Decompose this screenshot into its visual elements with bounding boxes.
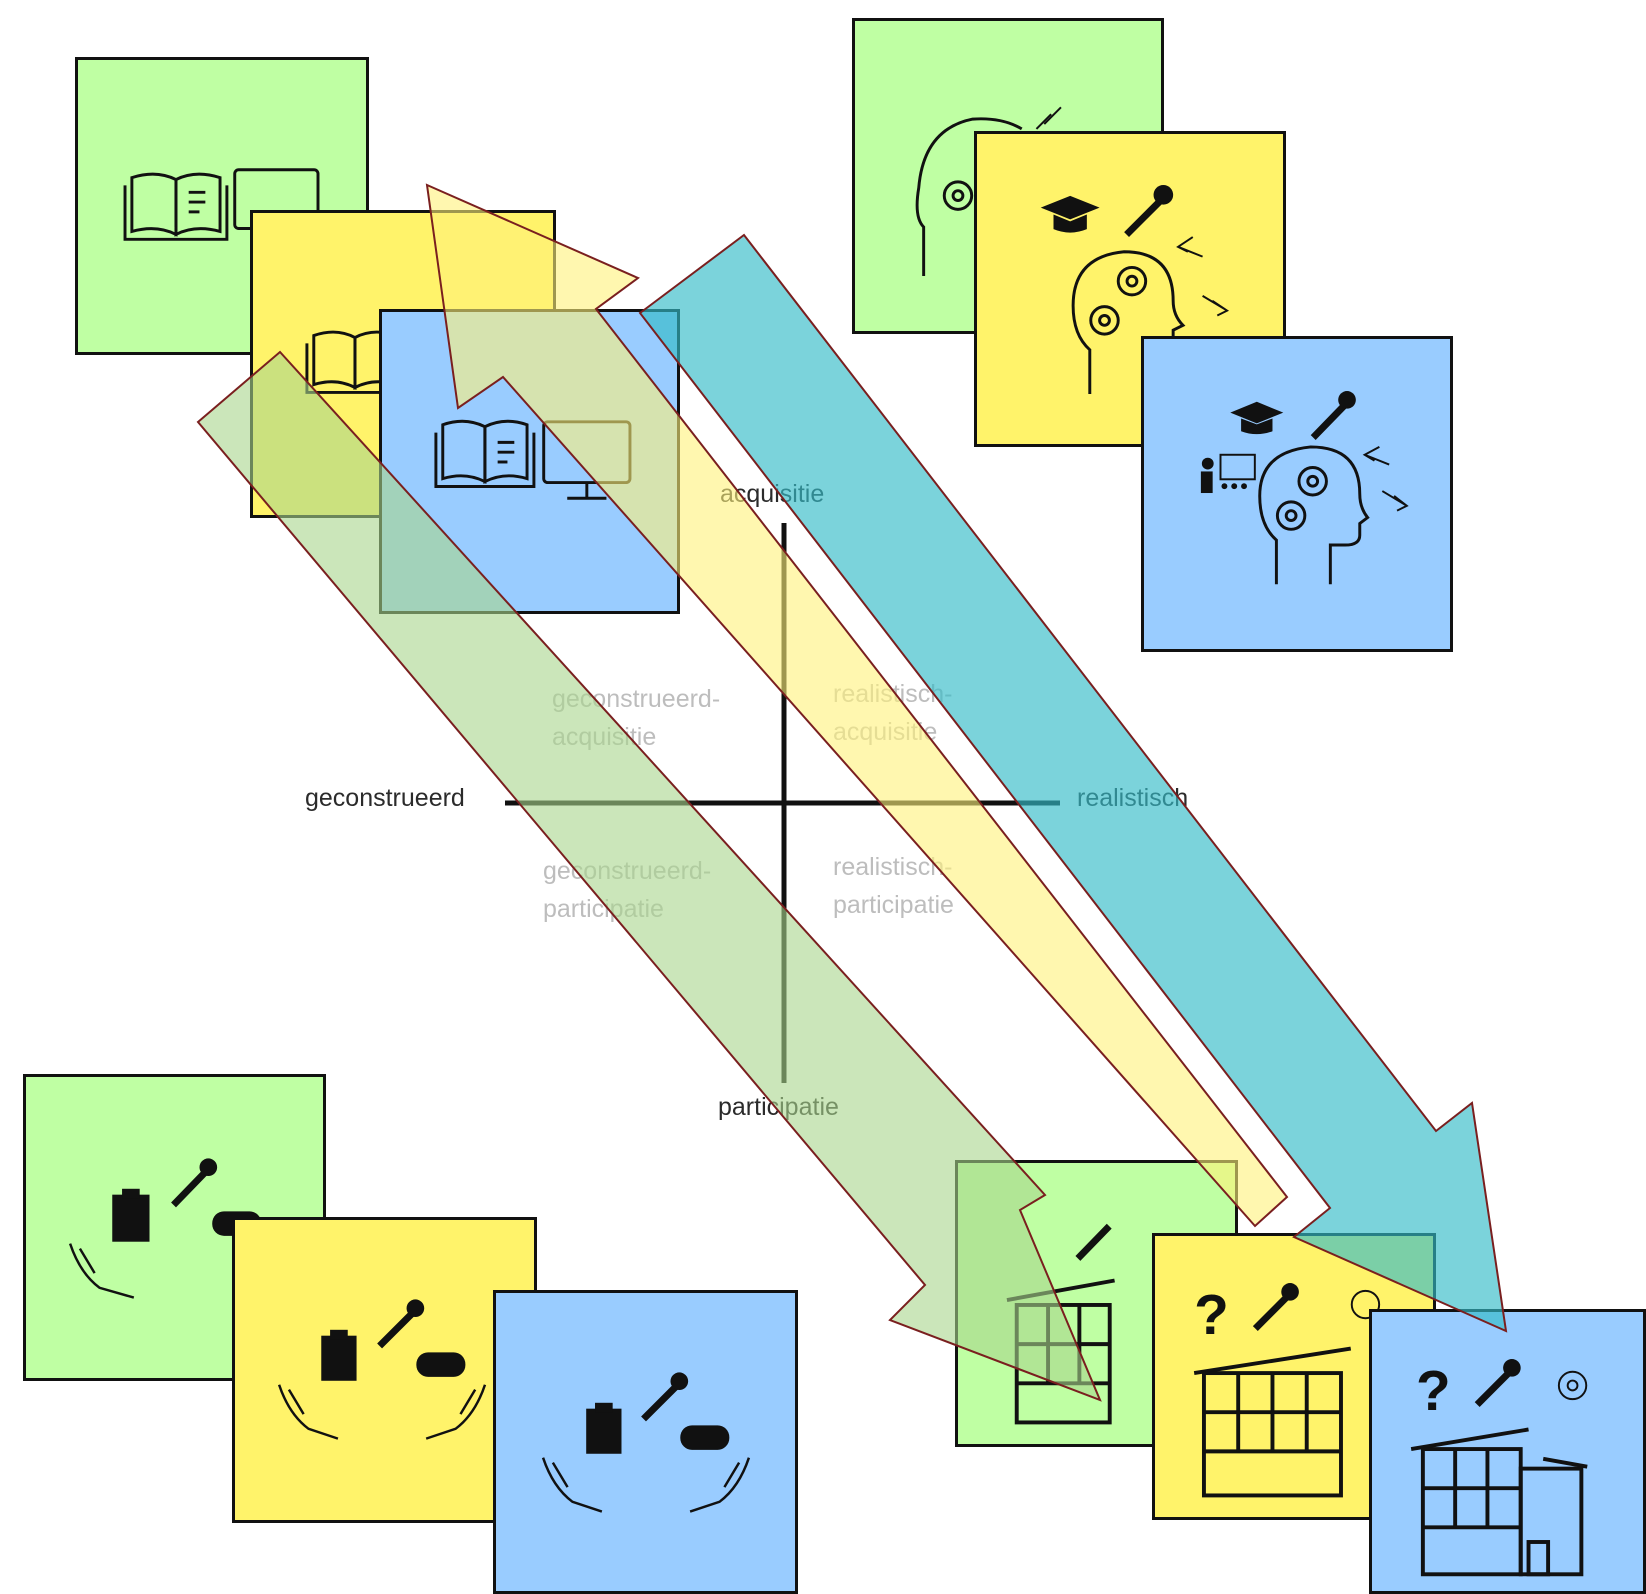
quadrant-line: acquisitie	[833, 718, 938, 746]
question-icon: ?	[1416, 1360, 1451, 1423]
monitor-icon	[542, 420, 632, 485]
quadrant-top-right: realistisch- acquisitie	[833, 675, 952, 751]
book-monitor-icon	[434, 419, 632, 500]
quadrant-bottom-left: geconstrueerd- participatie	[543, 852, 711, 928]
card-building-blue: ?	[1369, 1309, 1646, 1594]
graduation-cap-icon	[1230, 401, 1284, 424]
wrench-icon	[171, 1170, 208, 1208]
axis-label-top: acquisitie	[720, 480, 825, 508]
teacher-icon	[1201, 457, 1214, 470]
card-book-monitor-blue	[379, 309, 680, 614]
book-icon	[441, 419, 487, 484]
wrench-icon	[377, 1311, 415, 1349]
quadrant-line: geconstrueerd-	[552, 685, 721, 713]
wrench-icon	[1124, 197, 1164, 238]
question-icon: ?	[1194, 1284, 1229, 1347]
card-book-monitor-green	[75, 57, 369, 355]
wrench-icon	[1252, 1294, 1290, 1331]
head-gears-icon	[1200, 391, 1409, 585]
lightbulb-icon	[1557, 1370, 1588, 1401]
vr-goggles-icon	[416, 1352, 466, 1377]
hands-tools-icon	[277, 1299, 487, 1440]
wrench-icon	[641, 1384, 679, 1422]
card-head-gears-blue	[1141, 336, 1453, 652]
building-icon: ?	[1410, 1359, 1588, 1577]
graduation-cap-icon	[1040, 195, 1100, 220]
quadrant-line: acquisitie	[552, 723, 657, 751]
hands-icon	[541, 1457, 603, 1513]
quadrant-line: participatie	[833, 891, 954, 919]
quadrant-line: realistisch-	[833, 680, 953, 708]
quadrant-line: realistisch-	[833, 853, 953, 881]
card-hands-yellow	[232, 1217, 537, 1523]
wrench-icon	[1474, 1370, 1511, 1407]
axis-label-right: realistisch	[1077, 784, 1189, 812]
vr-goggles-icon	[680, 1425, 730, 1450]
quadrant-line: participatie	[543, 895, 664, 923]
wrench-icon	[1310, 402, 1348, 441]
hands-tools-icon	[541, 1372, 751, 1513]
clipboard-icon	[321, 1335, 357, 1381]
wrench-icon	[1075, 1223, 1112, 1261]
clipboard-icon	[586, 1408, 622, 1454]
clipboard-icon	[112, 1194, 150, 1242]
axis-label-bottom: participatie	[718, 1093, 839, 1121]
card-hands-blue	[493, 1290, 798, 1594]
quadrant-bottom-right: realistisch- participatie	[833, 848, 954, 924]
quadrant-top-left: geconstrueerd- acquisitie	[552, 680, 720, 756]
quadrant-line: geconstrueerd-	[543, 857, 712, 885]
axis-label-left: geconstrueerd	[305, 784, 465, 812]
